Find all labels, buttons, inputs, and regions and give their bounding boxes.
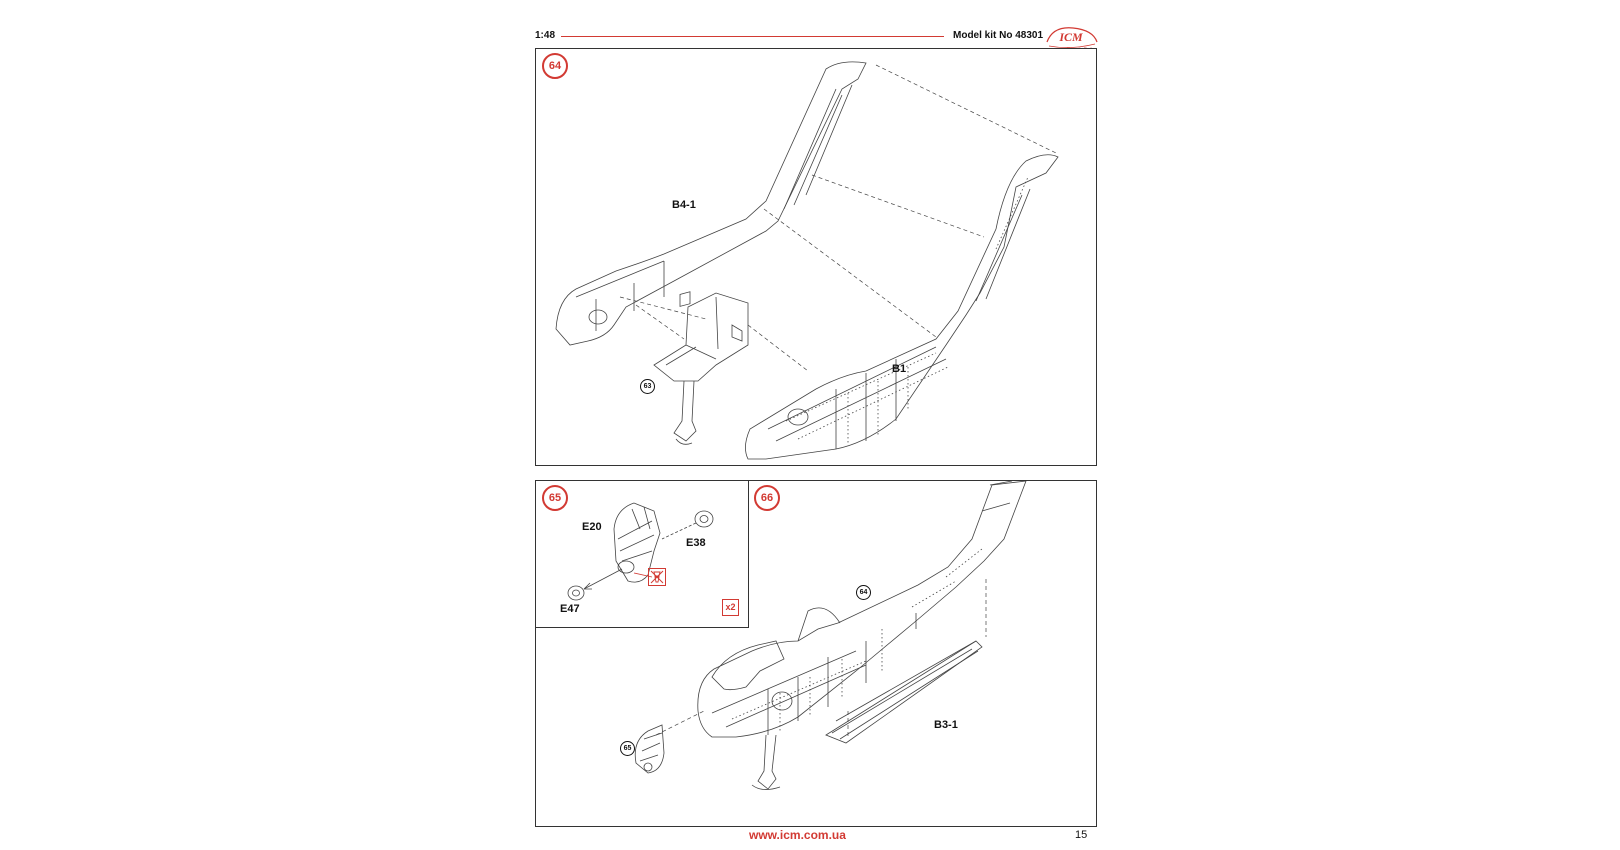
step-66-drawing: [634, 481, 1027, 790]
fuselage-half-b4: [555, 61, 867, 346]
nose-cone-65: [634, 724, 665, 774]
ref-step-64: 64: [856, 585, 871, 600]
part-e20: [613, 502, 661, 583]
label-b4-1: B4-1: [672, 199, 696, 211]
ref-step-63: 63: [640, 379, 655, 394]
step-65-badge: 65: [542, 485, 568, 511]
e20-hub: [617, 560, 635, 574]
guide-line-4: [619, 296, 707, 320]
label-e38: E38: [686, 537, 706, 549]
part-e38: [694, 510, 714, 528]
step-64-badge: 64: [542, 53, 568, 79]
no-glue-icon: [648, 568, 666, 586]
guide-line-5: [635, 304, 685, 340]
label-e20: E20: [582, 521, 602, 533]
scale-label: 1:48: [535, 30, 556, 41]
b1-window: [787, 408, 809, 426]
footer-url[interactable]: www.icm.com.ua: [749, 828, 846, 842]
landing-gear: [673, 380, 697, 445]
fuselage-window: [771, 691, 793, 711]
label-b3-1: B3-1: [934, 719, 958, 731]
ref-step-65: 65: [620, 741, 635, 756]
guide-line-1: [875, 64, 1057, 154]
step-65-panel: 65 E20 E38 E47 x2: [535, 480, 749, 628]
step-64-drawing: [555, 61, 1059, 460]
model-kit-number: Model kit No 48301: [953, 30, 1044, 41]
cockpit-frame: [711, 640, 785, 691]
assembled-fuselage: [697, 481, 1027, 738]
step-65-drawing: [567, 502, 714, 601]
b4-window: [588, 309, 608, 325]
cockpit-insert: [653, 292, 749, 382]
instruction-page: 1:48 Model kit No 48301 ICM This is the …: [535, 12, 1098, 842]
label-b1: B1: [892, 363, 907, 375]
guide-line-66c: [655, 710, 705, 736]
part-e47: [567, 585, 585, 601]
step-66-badge: 66: [754, 485, 780, 511]
guide-line-3: [763, 208, 937, 338]
fillet-b3: [825, 640, 983, 744]
step-64-panel: 64 B4-1 B1 63: [535, 48, 1097, 466]
page-number: 15: [1075, 829, 1088, 841]
header-rule: [561, 36, 944, 37]
label-e47: E47: [560, 603, 580, 615]
axle-arrow: [583, 568, 623, 590]
guide-line-2: [811, 174, 985, 238]
guide-line-6: [747, 324, 809, 372]
quantity-x2: x2: [722, 599, 739, 616]
fuselage-half-b1: [745, 154, 1059, 460]
landing-gear-66: [751, 734, 781, 790]
logo-mark: ICM: [1058, 30, 1083, 44]
